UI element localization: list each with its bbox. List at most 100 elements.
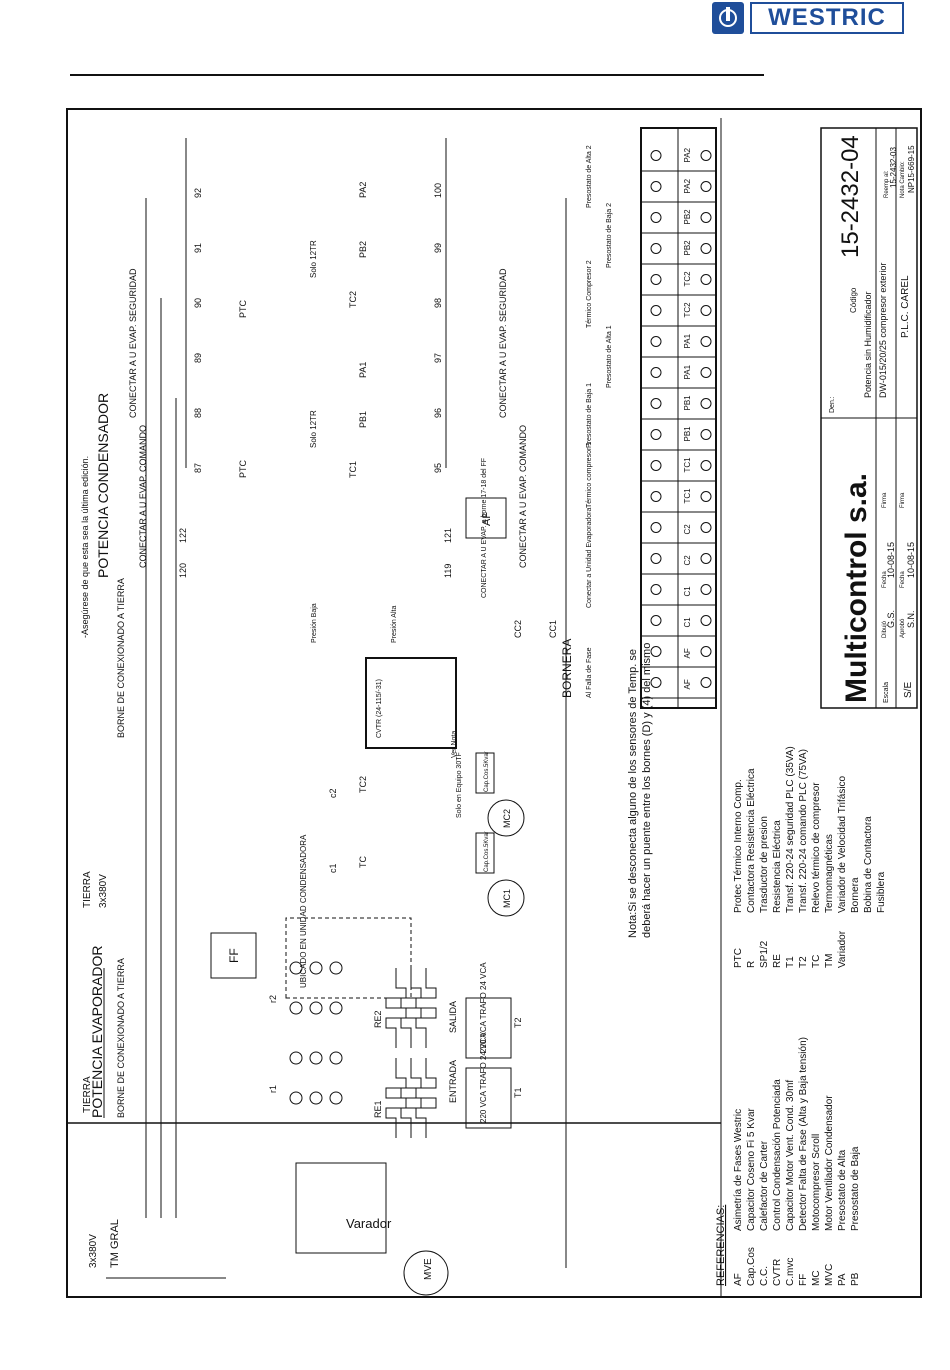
reference-code: PB (850, 1272, 861, 1286)
bornera-cell-label: TC1 (683, 457, 692, 473)
ubicado-box (285, 917, 412, 999)
codigo-value: 15-2432-04 (837, 135, 864, 258)
dibujo-label: Dibujó (882, 620, 888, 638)
reference-desc: Asimetría de Fases Westric (733, 1109, 744, 1231)
reemp-label: Reemp al: (884, 170, 890, 198)
bornera-group-labels: Al Falla de Fase Conectar a Unidad Evapo… (586, 145, 613, 698)
cap-cos-2 (475, 752, 495, 794)
reference-desc: Bobina de Contactora (863, 816, 874, 913)
reference-desc: Capacitor Coseno Fi 5 Kvar (746, 1107, 757, 1231)
cmd-top-1: 120 (178, 563, 188, 578)
cvtr-module (365, 657, 457, 749)
cvtr-label: CVTR (24-115/-31) (376, 679, 383, 738)
westric-logo-icon (712, 2, 744, 34)
cmd-bot-1: 119 (443, 564, 453, 578)
nota-cambio-label: Nota Cambio: (900, 161, 906, 198)
t2-label: T2 (513, 1017, 523, 1028)
term-100: 100 (433, 183, 443, 198)
bornera-screw (650, 584, 662, 595)
bornera-screw (700, 522, 712, 533)
reference-desc: Resistencia Eléctrica (772, 820, 783, 913)
bornera-group-8: Presostato de Alta 2 (586, 145, 593, 208)
cap-cos-1-label: Cap.Cos.5Kvar (484, 831, 490, 872)
pb1-label: PB1 (358, 411, 368, 428)
mve-label: MVE (423, 1258, 434, 1280)
reference-desc: Transf. 220-24 seguridad PLC (35VA) (785, 746, 796, 913)
bornera-title: BORNERA (560, 639, 574, 698)
bornera-screw (650, 367, 662, 378)
bornera-screw (650, 615, 662, 626)
term-88: 88 (193, 408, 203, 418)
bornera-screw (700, 646, 712, 657)
ff-label: FF (227, 948, 241, 963)
reference-desc: Protec Térmico Interno Comp. (733, 779, 744, 913)
bornera-screw (700, 305, 712, 316)
bornera-cell-label: C1 (683, 617, 692, 628)
brand-name: WESTRIC (750, 2, 904, 34)
reference-code: T2 (798, 956, 809, 968)
bornera-cell-label: PA1 (683, 364, 692, 379)
bornera-group-2: Conectar a Unidad Evaporadora (586, 507, 593, 608)
term-90: 90 (193, 298, 203, 308)
ff-module (210, 932, 257, 979)
ptc-label: PTC (238, 459, 248, 478)
bornera-cell-label: C1 (683, 586, 692, 597)
reference-desc: Contactora Resistencia Eléctrica (746, 768, 757, 913)
r2-label: r2 (268, 995, 278, 1003)
trafo-t1-label: 220 VCA TRAFO 24 VCA (479, 1032, 488, 1123)
bornera-screw (700, 274, 712, 285)
reference-desc: Calefactor de Carter (759, 1140, 770, 1231)
reference-code: CVTR (772, 1259, 783, 1286)
mc1-motor (487, 879, 525, 917)
bornera-cell-label: PB2 (683, 209, 692, 225)
firma-label-2: Firma (900, 492, 906, 508)
reference-desc: Motor Ventilador Condensador (824, 1095, 835, 1231)
bornera-group-4: Presostato de Baja 1 (586, 383, 593, 448)
bornera-screw (700, 553, 712, 564)
r1-contacts (289, 1051, 343, 1105)
salida-label: SALIDA (448, 1001, 458, 1033)
cmd-bot-2: 121 (443, 528, 453, 543)
reference-desc: Variador de Velocidad Trifásico (837, 775, 848, 913)
tc2-label: TC2 (358, 776, 368, 793)
term-87: 87 (193, 463, 203, 473)
bornera-cell-label: C2 (683, 555, 692, 566)
bornera-cell-label: TC1 (683, 488, 692, 504)
seguridad-top-label: CONECTAR A U EVAP. SEGURIDAD (128, 268, 138, 418)
cmd-top-2: 122 (178, 528, 188, 543)
fecha-value-1: 10-08-15 (886, 542, 896, 578)
reference-code: C.C. (759, 1266, 770, 1286)
reference-desc: Detector Falta de Fase (Alta y Baja tens… (798, 1037, 809, 1231)
bornera-cells: AFAFC1C1C2C2TC1TC1PB1PB1PA1PA1TC2TC2PB2P… (641, 147, 716, 699)
bornera-screw (700, 398, 712, 409)
reference-code: C.mvc (785, 1258, 796, 1286)
af-module (465, 497, 507, 539)
varador-box (295, 1162, 387, 1254)
bornera-group-3: Térmico compresor 1 (586, 442, 593, 508)
r2-contacts (289, 961, 343, 1015)
bornera-screw (650, 398, 662, 409)
reference-code: Cap.Cos (746, 1247, 757, 1286)
fecha-value-2: 10-08-15 (906, 542, 916, 578)
bornera-cell-label: PA2 (683, 178, 692, 193)
references-title: REFERENCIAS: (715, 1205, 727, 1286)
t1-label: T1 (513, 1087, 523, 1098)
ver-nota-label: Ver Nota (451, 731, 458, 758)
term-89: 89 (193, 353, 203, 363)
bornera-screw (650, 274, 662, 285)
codigo-label: Código (849, 287, 858, 313)
term-95: 95 (433, 463, 443, 473)
safety-terminals-top: 87 88 89 90 91 92 (193, 188, 203, 473)
bornera-screw (650, 677, 662, 688)
header-divider (70, 74, 764, 76)
note-block: Nota:Si se desconecta alguno de los sens… (627, 643, 653, 938)
bornera-cell-label: PB2 (683, 240, 692, 256)
cap-cos-2-label: Cap.Cos.5Kvar (484, 751, 490, 792)
presion-alta-label: Presión Alta (391, 606, 398, 643)
bornera-screw (700, 677, 712, 688)
bornera-cell-label: PB1 (683, 395, 692, 411)
note-top: -Asegúrese de que esta sea la última edi… (80, 456, 90, 638)
entrada-label: ENTRADA (448, 1060, 458, 1103)
